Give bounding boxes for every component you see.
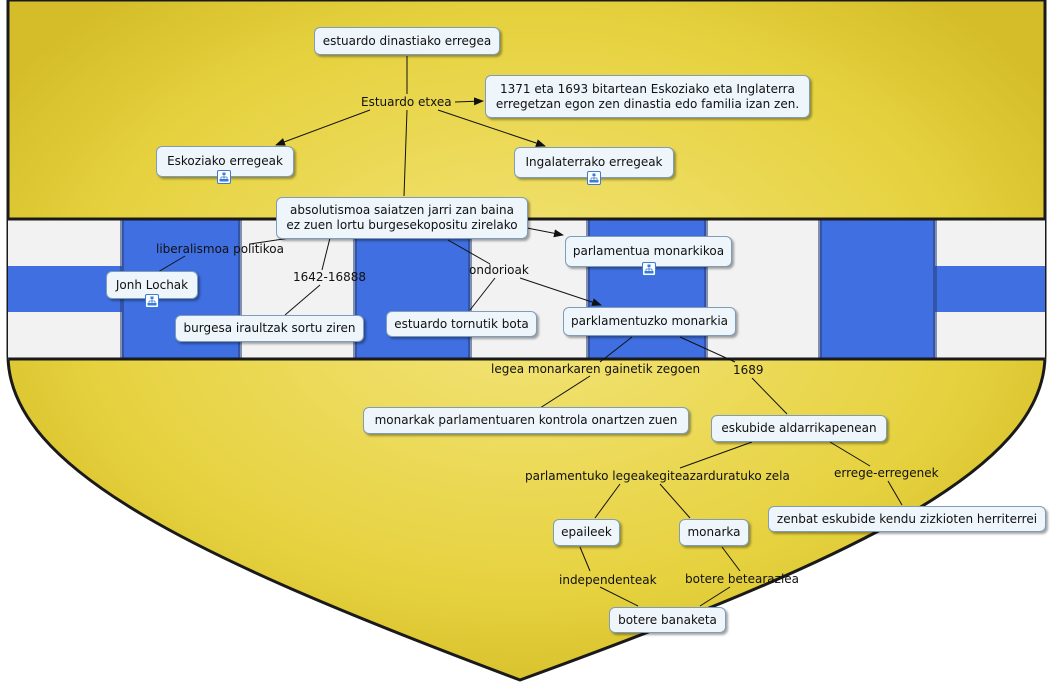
- node-estuardo-dinastiako-erregea[interactable]: estuardo dinastiako erregea: [314, 27, 500, 55]
- link-label-errege-erregenek: errege-erregenek: [834, 466, 939, 480]
- link-label-botere-betearazlea: botere betearazlea: [685, 572, 800, 586]
- node-absolutismoa[interactable]: absolutismoa saiatzen jarri zan baina ez…: [276, 197, 528, 239]
- link-label-parlamentuko-legeak: parlamentuko legeakegiteazarduratuko zel…: [525, 469, 790, 483]
- submap-icon[interactable]: [217, 170, 231, 184]
- link-label-1689: 1689: [733, 363, 764, 377]
- node-botere-banaketa[interactable]: botere banaketa: [609, 607, 726, 633]
- node-dinastia-definizioa[interactable]: 1371 eta 1693 bitartean Eskoziako eta In…: [485, 75, 810, 118]
- node-monarkak-parlamentuaren[interactable]: monarkak parlamentuaren kontrola onartze…: [363, 407, 689, 434]
- node-eskubide-aldarrikapenean[interactable]: eskubide aldarrikapenean: [711, 415, 887, 442]
- link-label-legea: legea monarkaren gainetik zegoen: [491, 362, 701, 376]
- node-ingalaterrako-erregeak[interactable]: Ingalaterrako erregeak: [514, 147, 674, 178]
- node-burgesa-iraultzak[interactable]: burgesa iraultzak sortu ziren: [175, 315, 364, 342]
- link-label-estuardo-etxea: Estuardo etxea: [361, 95, 452, 109]
- node-eskoziako-erregeak[interactable]: Eskoziako erregeak: [156, 146, 294, 177]
- link-label-1642: 1642-16888: [293, 270, 367, 284]
- node-parklamentuzko-monarkia[interactable]: parklamentuzko monarkia: [563, 307, 736, 336]
- node-parlamentua-monarkikoa[interactable]: parlamentua monarkikoa: [565, 236, 732, 267]
- node-zenbat-eskubide[interactable]: zenbat eskubide kendu zizkioten herriter…: [768, 506, 1046, 532]
- submap-icon[interactable]: [145, 294, 159, 308]
- submap-icon[interactable]: [587, 171, 601, 185]
- node-estuardo-tornutik-bota[interactable]: estuardo tornutik bota: [386, 311, 537, 337]
- node-epaileek[interactable]: epaileek: [553, 519, 620, 546]
- node-monarka[interactable]: monarka: [679, 519, 749, 546]
- link-label-ondorioak: ondorioak: [469, 263, 529, 277]
- link-label-independenteak: independenteak: [559, 573, 657, 587]
- submap-icon[interactable]: [642, 262, 656, 276]
- link-label-liberalismoa: liberalismoa politikoa: [156, 242, 284, 256]
